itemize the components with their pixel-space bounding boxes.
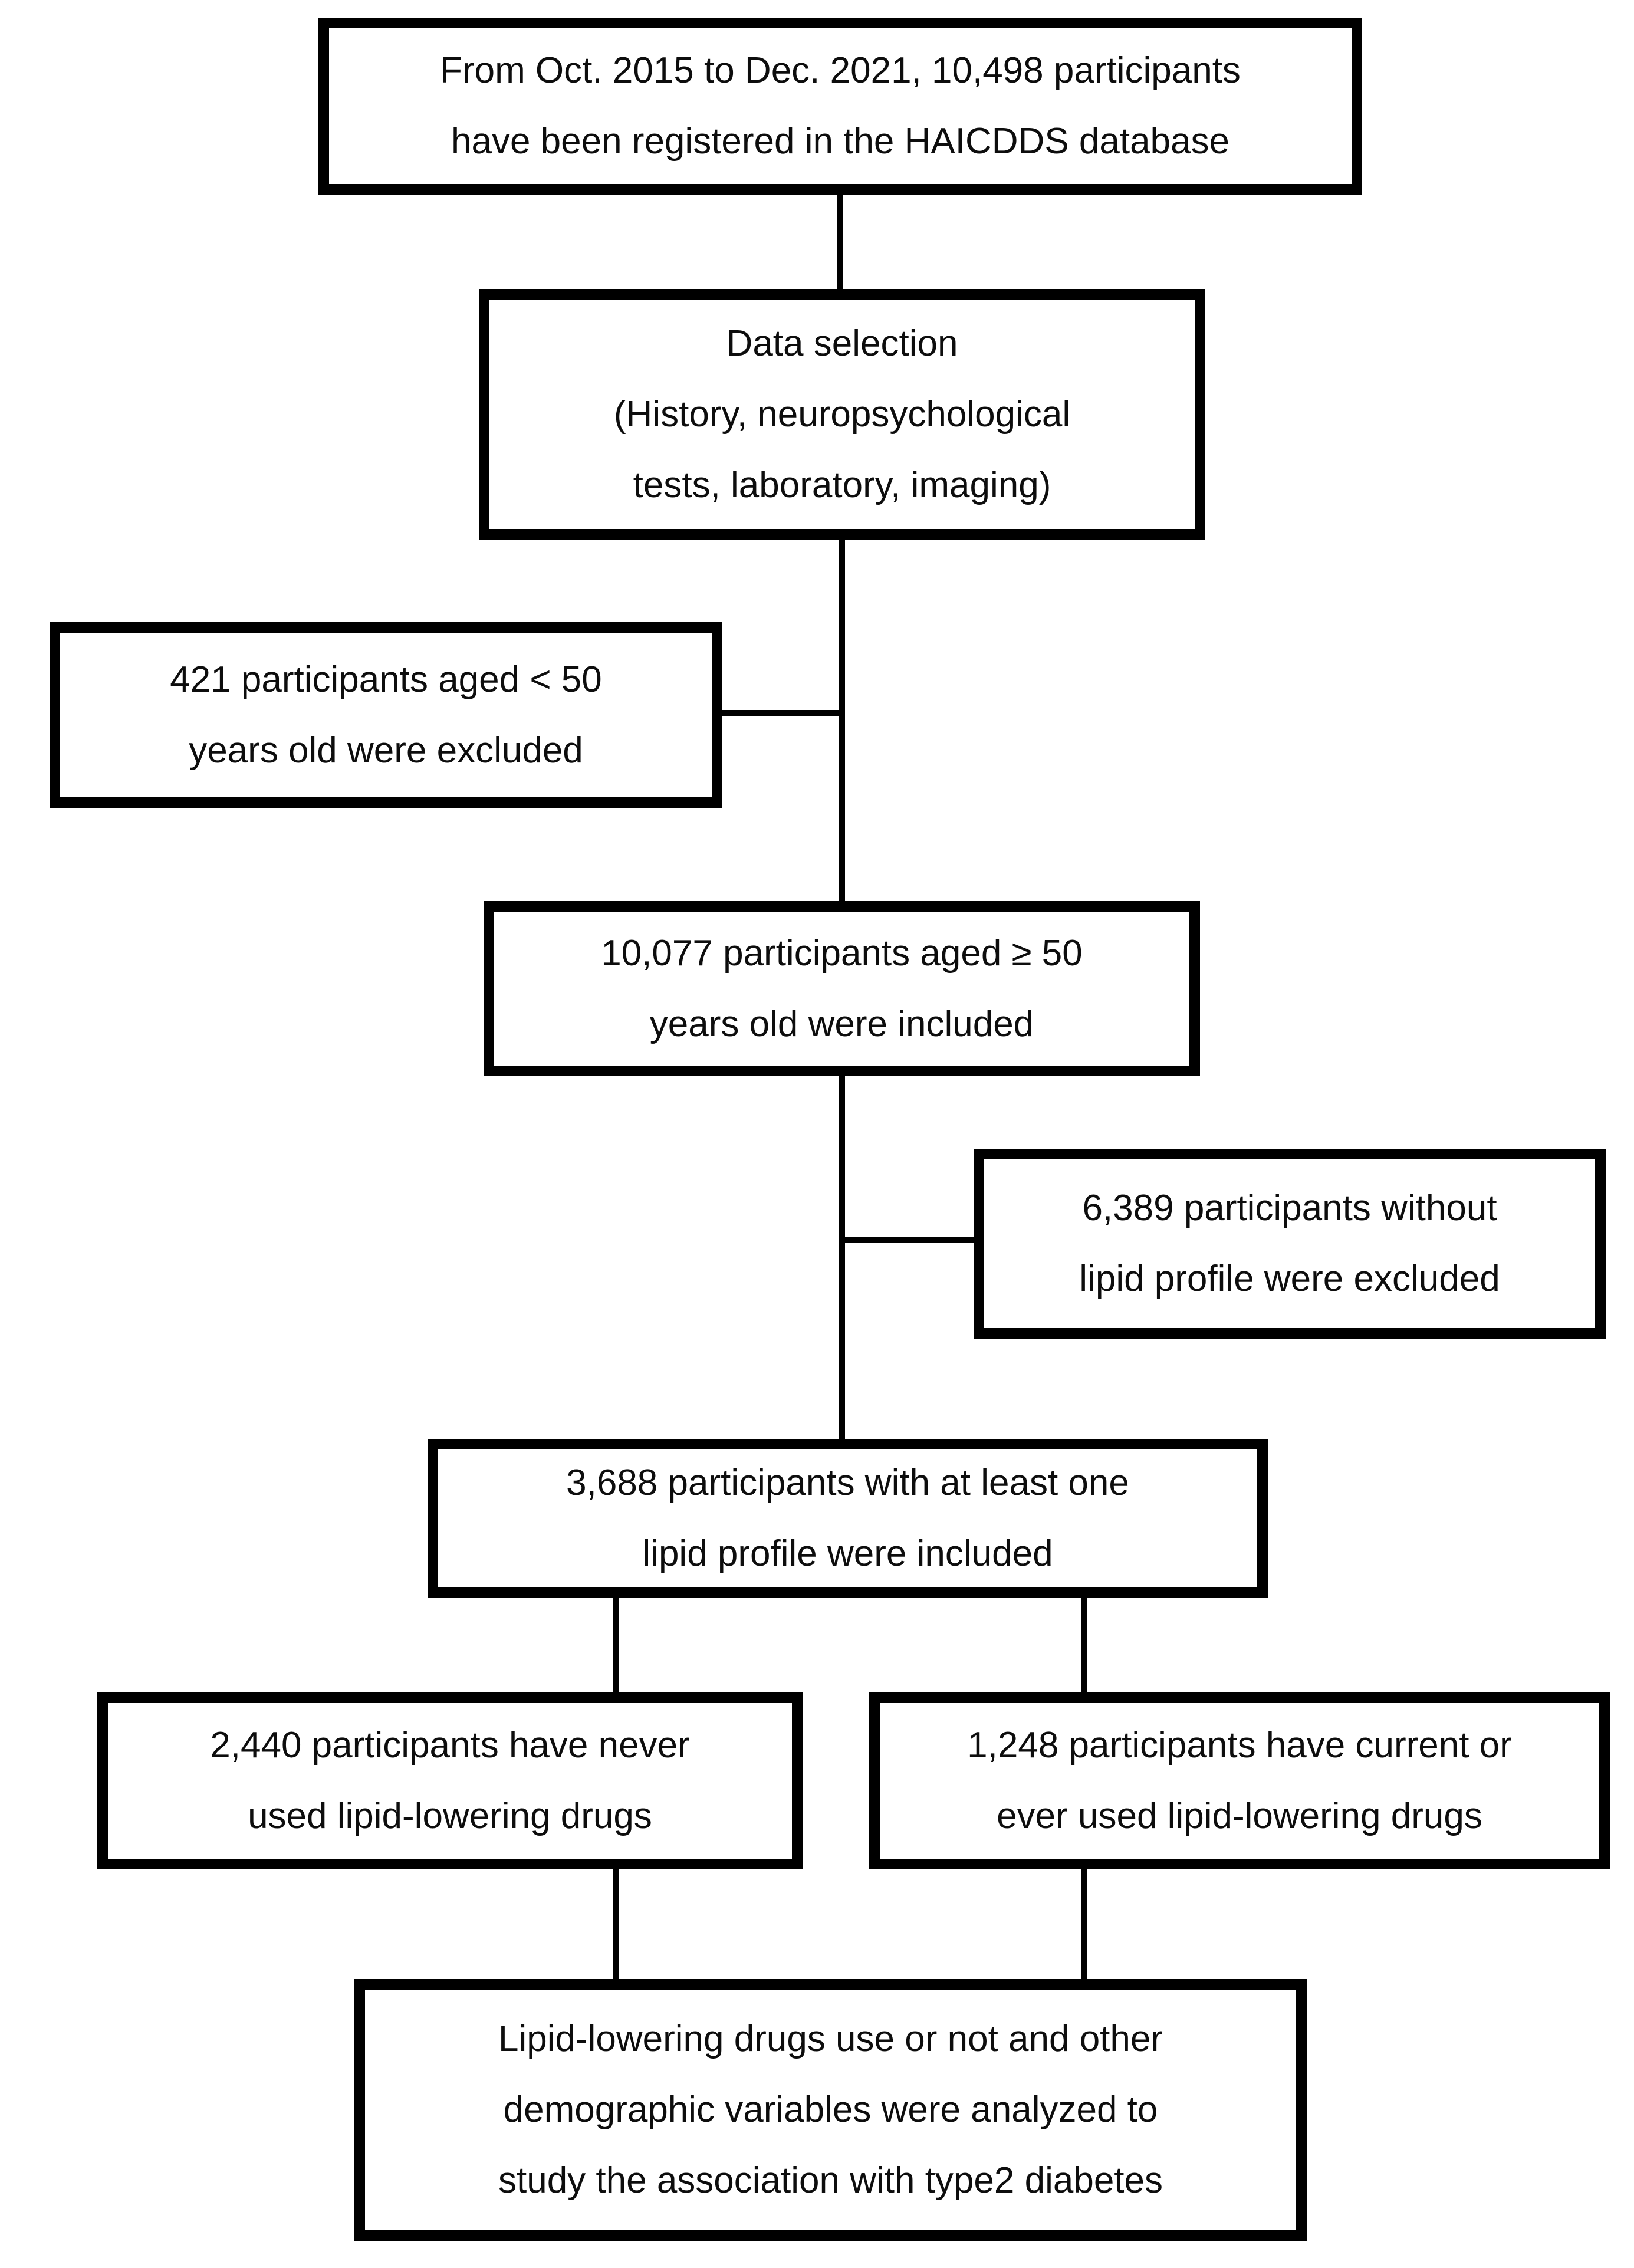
connector-registered-to-data-selection [837, 195, 843, 289]
node-included-age-50-plus: 10,077 participants aged ≥ 50 years old … [484, 901, 1200, 1076]
connector-never-used-to-analysis [613, 1869, 619, 1979]
connector-included-lipid-to-ever-used [1081, 1598, 1087, 1692]
connector-included-age-to-included-lipid [839, 1076, 845, 1439]
node-never-used-lipid-drugs: 2,440 participants have never used lipid… [97, 1692, 803, 1869]
node-excluded-no-lipid-text: 6,389 participants without lipid profile… [1079, 1188, 1500, 1299]
connector-ever-used-to-analysis [1081, 1869, 1087, 1979]
node-excluded-no-lipid-profile: 6,389 participants without lipid profile… [974, 1149, 1606, 1339]
node-excluded-age-under-50: 421 participants aged < 50 years old wer… [50, 622, 722, 808]
node-ever-used-text: 1,248 participants have current or ever … [967, 1725, 1512, 1836]
connector-included-lipid-to-never-used [613, 1598, 619, 1692]
node-data-selection-text: Data selection (History, neuropsychologi… [613, 323, 1071, 505]
node-included-lipid-profile: 3,688 participants with at least one lip… [428, 1439, 1268, 1598]
node-registered-participants: From Oct. 2015 to Dec. 2021, 10,498 part… [318, 18, 1362, 195]
connector-data-selection-to-included-age [839, 540, 845, 901]
connector-branch-excluded-age [722, 710, 843, 716]
node-excluded-age-text: 421 participants aged < 50 years old wer… [170, 659, 602, 771]
node-data-selection: Data selection (History, neuropsychologi… [479, 289, 1205, 540]
node-registered-text: From Oct. 2015 to Dec. 2021, 10,498 part… [440, 50, 1241, 162]
node-included-lipid-text: 3,688 participants with at least one lip… [566, 1462, 1129, 1574]
node-analysis-text: Lipid-lowering drugs use or not and othe… [498, 2019, 1163, 2201]
node-never-used-text: 2,440 participants have never used lipid… [210, 1725, 690, 1836]
node-included-age-text: 10,077 participants aged ≥ 50 years old … [601, 932, 1083, 1044]
connector-branch-excluded-no-lipid [842, 1237, 974, 1243]
node-analysis-association-diabetes: Lipid-lowering drugs use or not and othe… [354, 1979, 1307, 2241]
node-current-or-ever-used-lipid-drugs: 1,248 participants have current or ever … [869, 1692, 1610, 1869]
